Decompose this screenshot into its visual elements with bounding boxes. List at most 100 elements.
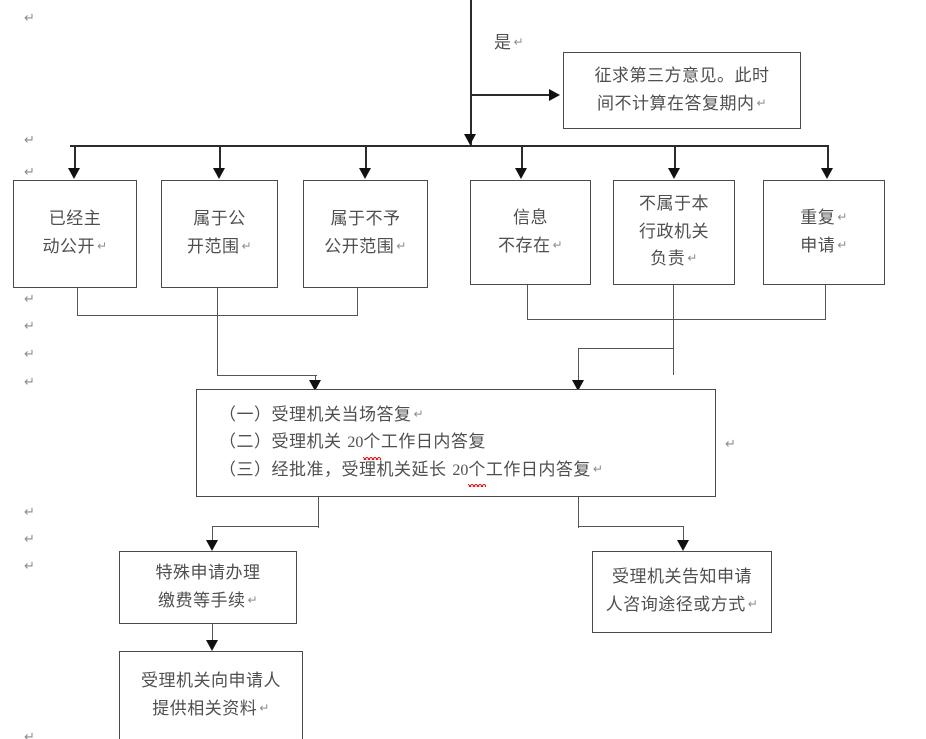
pilcrow-mark: ↵ bbox=[24, 730, 35, 739]
connector-reply-to-inform-stem bbox=[578, 497, 580, 528]
box-outcome-6-line-1: 重复↵ bbox=[800, 207, 848, 228]
connector-reply-to-special-stem bbox=[318, 497, 320, 528]
box-outcome-3-line-2: 公开范围↵ bbox=[324, 237, 407, 257]
box-provide-materials-line-2: 提供相关资料↵ bbox=[152, 698, 270, 719]
reply-item-2: （二）受理机关 20个工作日内答复 bbox=[219, 429, 486, 460]
connector-into-special-fee bbox=[212, 526, 214, 548]
pilcrow-mark: ↵ bbox=[552, 237, 564, 252]
pilcrow-mark: ↵ bbox=[241, 239, 253, 253]
connector-drop-outcome-6 bbox=[827, 145, 829, 171]
pilcrow-mark: ↵ bbox=[837, 209, 848, 224]
box-outcome-6-line-2: 申请↵ bbox=[800, 235, 848, 256]
reply-item-2-number: 20 bbox=[347, 434, 364, 452]
connector-distribution-bar bbox=[70, 145, 828, 147]
connector-reply-to-special-jog bbox=[212, 526, 319, 528]
pilcrow-mark: ↵ bbox=[725, 437, 736, 452]
pilcrow-mark: ↵ bbox=[24, 319, 35, 334]
box-outcome-not-our-agency: 不属于本 行政机关 负责↵ bbox=[613, 180, 735, 285]
box-third-party-line-2: 间不计算在答复期内↵ bbox=[596, 93, 768, 114]
connector-special-to-materials bbox=[212, 624, 214, 648]
reply-item-2-unit-misspelled: 个 bbox=[363, 429, 381, 460]
arrow-left-group-into-reply-box bbox=[309, 380, 321, 391]
pilcrow-mark: ↵ bbox=[247, 592, 259, 607]
arrow-into-outcome-6 bbox=[821, 168, 833, 179]
arrow-into-outcome-2 bbox=[213, 168, 225, 179]
connector-outcome-3-down bbox=[357, 288, 359, 316]
connector-left-group-stem bbox=[217, 288, 219, 376]
connector-drop-outcome-2 bbox=[219, 145, 221, 171]
pilcrow-mark: ↵ bbox=[396, 239, 407, 253]
pilcrow-mark: ↵ bbox=[837, 237, 848, 252]
connector-reply-to-inform-jog bbox=[578, 526, 684, 528]
box-outcome-4-line-2: 不存在↵ bbox=[497, 235, 564, 256]
connector-main-trunk bbox=[470, 0, 472, 146]
pilcrow-mark: ↵ bbox=[259, 700, 270, 715]
box-outcome-2-line-1: 属于公 bbox=[193, 209, 246, 230]
connector-outcome-1-down bbox=[77, 288, 79, 316]
box-outcome-public-scope: 属于公 开范围↵ bbox=[161, 180, 278, 288]
connector-drop-outcome-3 bbox=[365, 145, 367, 171]
pilcrow-mark: ↵ bbox=[687, 251, 698, 266]
box-outcome-non-disclosure-scope: 属于不予 公开范围↵ bbox=[303, 180, 428, 288]
arrow-trunk-to-distribution-bar bbox=[464, 134, 476, 145]
connector-yes-branch-horizontal bbox=[470, 94, 550, 96]
connector-right-group-stem bbox=[673, 285, 675, 375]
box-special-fee-line-1: 特殊申请办理 bbox=[155, 562, 261, 583]
arrow-into-special-fee-box bbox=[206, 540, 218, 551]
box-inform-channel-line-1: 受理机关告知申请 bbox=[612, 567, 752, 588]
arrow-into-outcome-1 bbox=[68, 168, 80, 179]
arrow-into-outcome-5 bbox=[668, 168, 680, 179]
arrow-right-group-into-reply-box bbox=[572, 380, 584, 391]
connector-right-group-into-reply bbox=[578, 348, 580, 390]
pilcrow-mark: ↵ bbox=[24, 505, 35, 520]
arrow-into-third-party-box bbox=[549, 89, 560, 101]
pilcrow-mark: ↵ bbox=[592, 461, 604, 476]
connector-drop-outcome-1 bbox=[74, 145, 76, 171]
box-outcome-1-line-2: 动公开↵ bbox=[42, 237, 108, 257]
pilcrow-mark: ↵ bbox=[413, 406, 425, 421]
connector-outcome-6-down bbox=[825, 285, 827, 320]
pilcrow-mark: ↵ bbox=[24, 559, 35, 574]
box-inform-inquiry-channel: 受理机关告知申请 人咨询途径或方式↵ bbox=[592, 551, 772, 633]
pilcrow-mark: ↵ bbox=[24, 375, 35, 390]
pilcrow-mark: ↵ bbox=[756, 95, 768, 110]
connector-into-inform-channel bbox=[683, 526, 685, 548]
pilcrow-mark: ↵ bbox=[24, 292, 35, 307]
arrow-into-inform-channel-box bbox=[677, 540, 689, 551]
connector-drop-outcome-4 bbox=[521, 145, 523, 171]
yes-branch-label: 是↵ bbox=[494, 28, 524, 53]
pilcrow-mark: ↵ bbox=[24, 133, 35, 148]
reply-item-3-unit-misspelled: 个 bbox=[468, 457, 486, 487]
box-provide-materials-line-1: 受理机关向申请人 bbox=[141, 670, 281, 691]
connector-outcome-4-down bbox=[527, 285, 529, 320]
arrow-into-outcome-3 bbox=[359, 168, 371, 179]
box-third-party-opinion: 征求第三方意见。此时 间不计算在答复期内↵ bbox=[563, 52, 801, 129]
connector-left-group-jog bbox=[217, 375, 317, 377]
pilcrow-mark: ↵ bbox=[24, 347, 35, 362]
box-inform-channel-line-2: 人咨询途径或方式↵ bbox=[605, 595, 759, 615]
connector-right-group-merge-bar bbox=[527, 319, 826, 321]
box-outcome-5-line-1: 不属于本 bbox=[639, 194, 709, 215]
box-outcome-2-line-2: 开范围↵ bbox=[186, 237, 253, 257]
pilcrow-mark: ↵ bbox=[24, 165, 35, 180]
pilcrow-mark: ↵ bbox=[747, 597, 759, 611]
box-outcome-3-line-1: 属于不予 bbox=[330, 209, 401, 230]
yes-branch-label-text: 是 bbox=[494, 33, 512, 53]
pilcrow-mark: ↵ bbox=[96, 239, 108, 253]
box-third-party-line-1: 征求第三方意见。此时 bbox=[594, 65, 770, 86]
box-outcome-duplicate-application: 重复↵ 申请↵ bbox=[763, 180, 885, 285]
connector-drop-outcome-5 bbox=[674, 145, 676, 171]
box-outcome-information-not-exist: 信息 不存在↵ bbox=[470, 180, 591, 285]
pilcrow-mark: ↵ bbox=[24, 11, 35, 26]
pilcrow-mark: ↵ bbox=[24, 532, 35, 547]
box-reply-timeframes: （一）受理机关当场答复↵ （二）受理机关 20个工作日内答复 （三）经批准，受理… bbox=[196, 389, 716, 497]
box-special-fee-line-2: 缴费等手续↵ bbox=[157, 590, 259, 611]
box-outcome-1-line-1: 已经主 bbox=[48, 209, 102, 230]
box-outcome-5-line-2: 行政机关 bbox=[639, 221, 709, 242]
reply-item-3: （三）经批准，受理机关延长 20个工作日内答复↵ bbox=[219, 457, 604, 487]
box-outcome-4-line-1: 信息 bbox=[513, 207, 548, 228]
arrow-into-outcome-4 bbox=[515, 168, 527, 179]
connector-right-group-jog bbox=[578, 348, 674, 350]
reply-item-3-number: 20 bbox=[452, 461, 469, 479]
